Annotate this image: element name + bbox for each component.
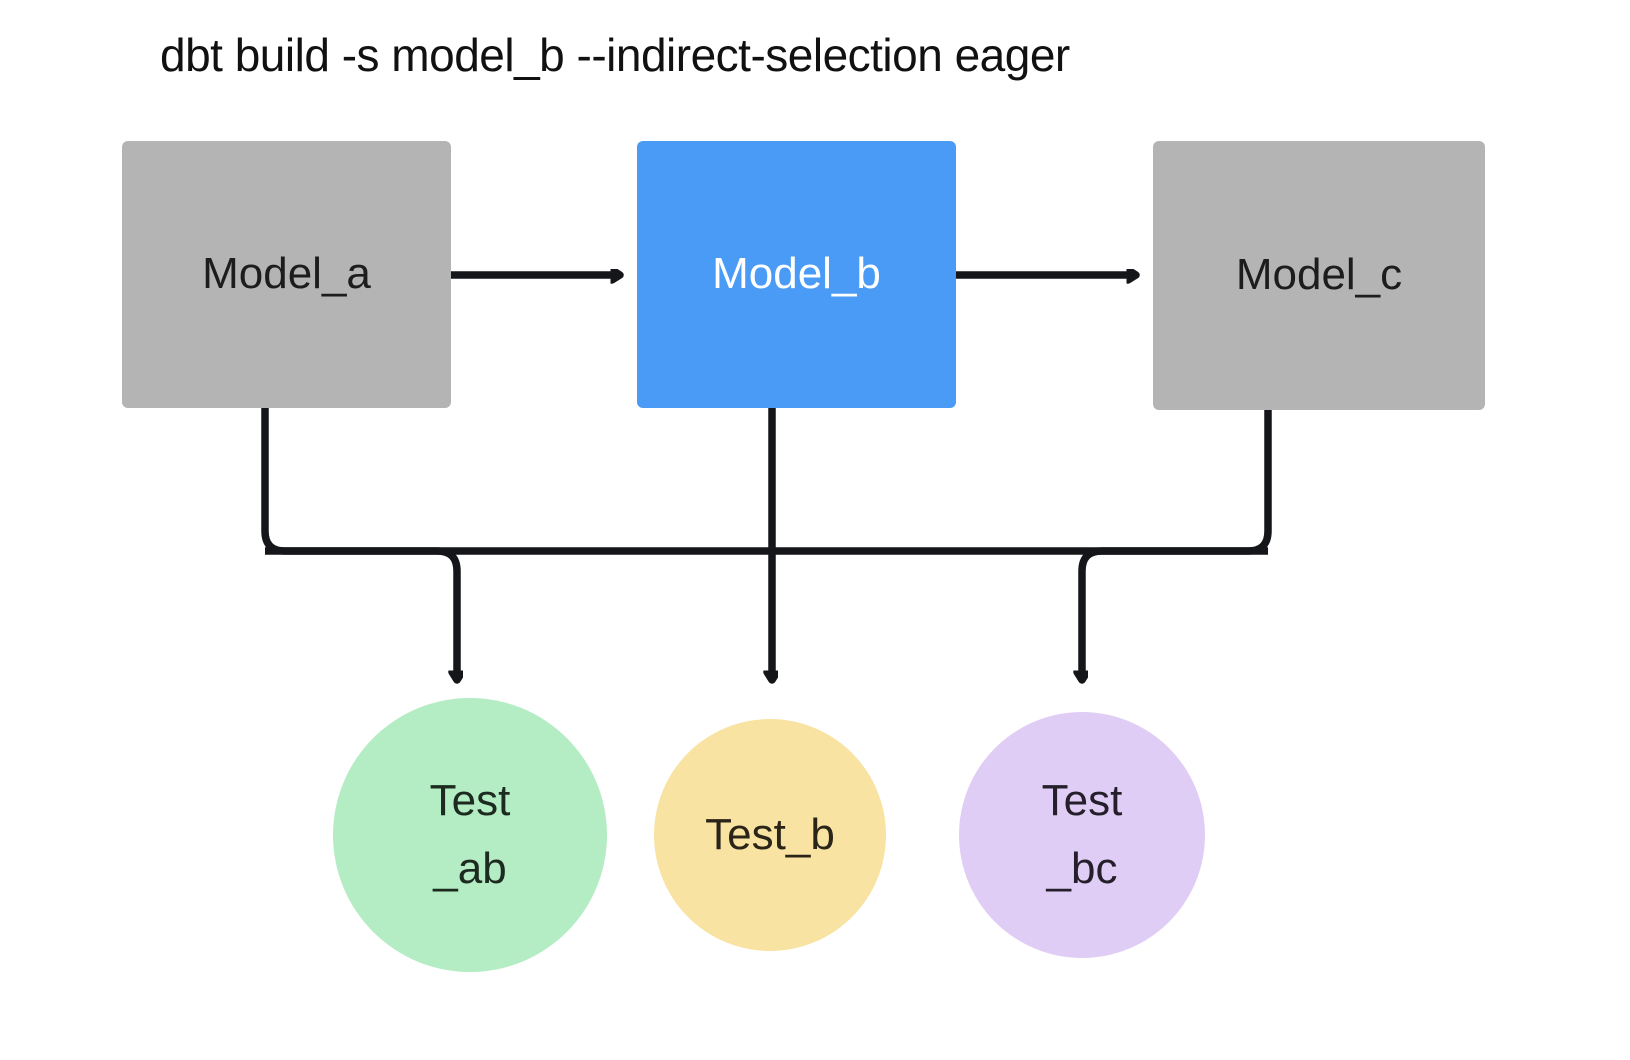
node-model-c-label: Model_c [1235,250,1403,300]
node-test-ab-label-line2: _ab [433,844,507,893]
edge-model-c-to-bus [772,410,1272,555]
node-model-b[interactable]: Model_b [637,141,956,408]
node-test-b[interactable]: Test_b [654,719,886,951]
node-test-bc-label-line2: _bc [1046,844,1118,893]
node-model-a[interactable]: Model_a [122,141,451,408]
node-model-c[interactable]: Model_c [1153,141,1485,410]
node-model-b-label: Model_b [712,249,881,299]
node-test-ab-label-line1: Test [429,775,511,825]
node-test-ab[interactable]: Test _ab [333,698,607,972]
edge-model-a-to-bus [261,408,772,555]
node-test-bc-label-line1: Test [1041,775,1123,825]
node-test-b-label-line1: Test_b [705,809,835,859]
node-test-bc[interactable]: Test _bc [959,712,1205,958]
edge-bus-to-test-ab [265,547,457,680]
edge-bus-to-test-bc [1082,547,1268,680]
page-title: dbt build -s model_b --indirect-selectio… [160,29,1070,81]
node-model-a-label: Model_a [202,249,371,299]
